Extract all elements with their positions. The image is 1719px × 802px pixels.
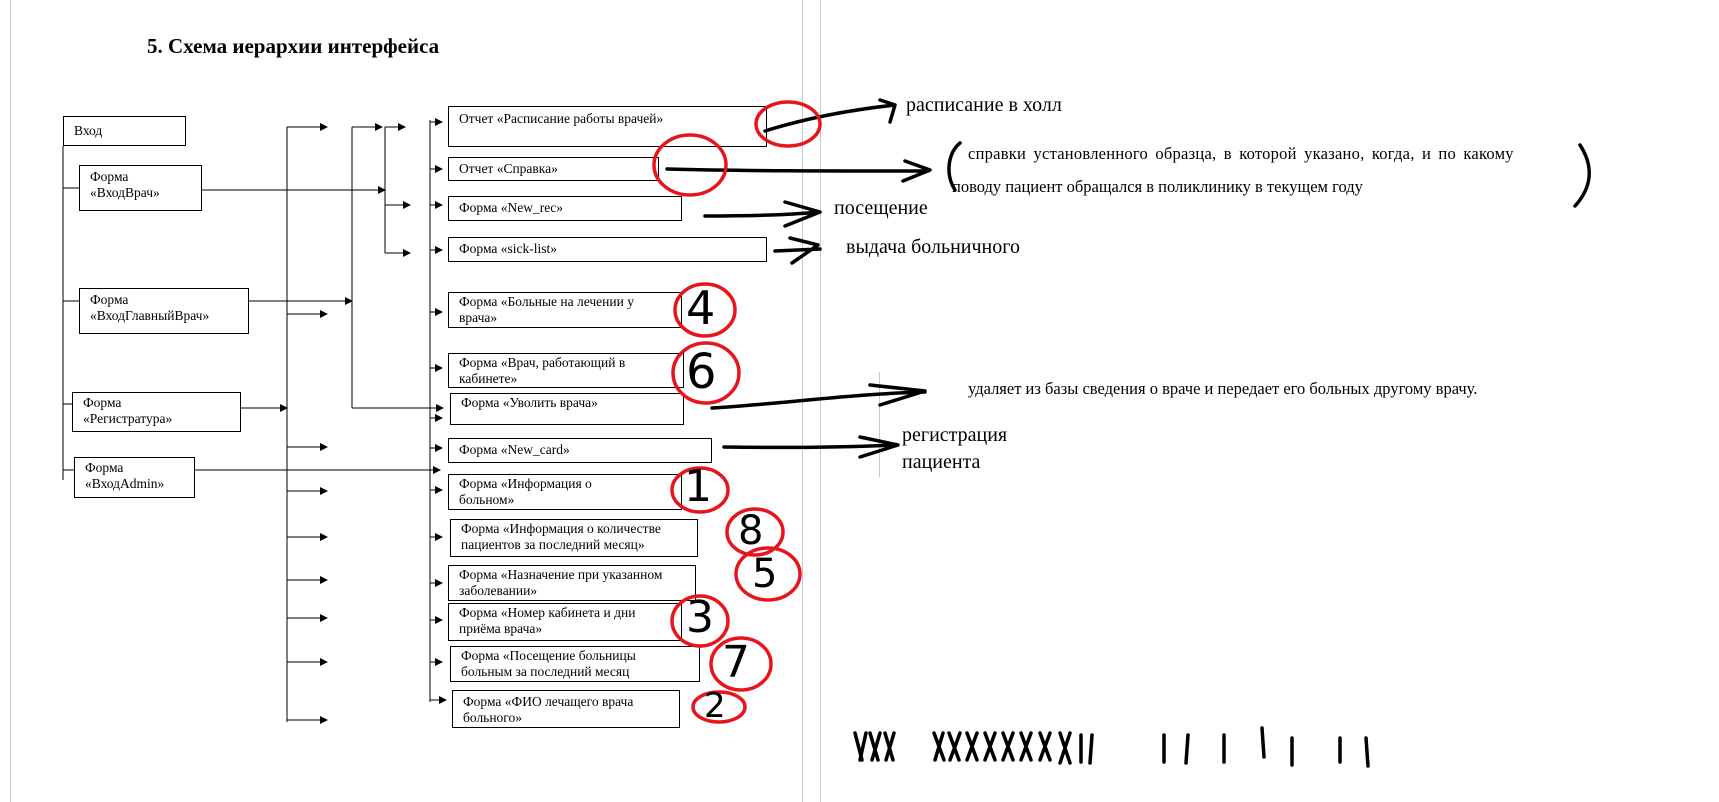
box-vhod-label: Вход: [74, 123, 103, 138]
red-circle-raspisanie: [754, 100, 822, 148]
box-forma-info-kolichestvo: Форма «Информация о количестве пациентов…: [450, 519, 698, 557]
box-registratura-line2: «Регистратура»: [83, 411, 173, 426]
annotation-uvolit: удаляет из базы сведения о враче и перед…: [968, 379, 1478, 398]
ink-arrow-poseshchenie: [703, 200, 822, 228]
ink-bracket-right: [1573, 143, 1591, 208]
red-circle-8: [725, 507, 785, 557]
box-forma-sick-list-line1: Форма «sick-list»: [459, 241, 558, 256]
box-vhod-glavvrach: Форма «ВходГлавныйВрач»: [79, 288, 249, 334]
box-otchet-raspisanie: Отчет «Расписание работы врачей»: [448, 106, 767, 147]
annotation-bolnichny: выдача больничного: [846, 236, 1020, 258]
box-vhod-glavvrach-line1: Форма: [90, 292, 129, 307]
box-forma-nomer-kabineta: Форма «Номер кабинета и дни приёма врача…: [448, 603, 682, 641]
ink-bracket-left: [947, 141, 962, 192]
hand-number-1: 1: [684, 461, 712, 512]
box-forma-vrach-v-kabinete: Форма «Врач, работающий в кабинете»: [448, 353, 684, 388]
red-circle-5: [734, 546, 802, 602]
box-forma-naznachenie-line1: Форма «Назначение при указанном: [459, 567, 663, 582]
ink-arrow-bolnichny: [773, 236, 822, 265]
box-forma-vrach-v-kabinete-line2: кабинете»: [459, 371, 518, 386]
hand-number-7: 7: [722, 637, 750, 688]
box-vhod-vrach-line2: «ВходВрач»: [90, 185, 160, 200]
box-forma-sick-list: Форма «sick-list»: [448, 237, 767, 262]
red-circle-4: [673, 282, 737, 338]
box-forma-naznachenie: Форма «Назначение при указанном заболева…: [448, 565, 696, 601]
box-forma-new-rec: Форма «New_rec»: [448, 196, 682, 221]
box-forma-info-kolichestvo-line1: Форма «Информация о количестве: [461, 521, 661, 536]
page-margin-line-left: [10, 0, 11, 802]
red-circle-7: [709, 636, 773, 692]
annotation-poseshchenie: посещение: [834, 197, 928, 219]
hand-number-2: 2: [704, 686, 726, 726]
page-divider-right2: [820, 0, 821, 802]
ink-arrow-uvolit: [710, 383, 927, 410]
box-forma-bolnye-na-lechenii: Форма «Больные на лечении у врача»: [448, 292, 682, 328]
box-vhod-admin-line2: «ВходAdmin»: [85, 476, 165, 491]
box-forma-new-card-line1: Форма «New_card»: [459, 442, 570, 457]
box-forma-uvolit-vracha: Форма «Уволить врача»: [450, 393, 684, 425]
box-forma-new-card: Форма «New_card»: [448, 438, 712, 463]
ink-arrow-spravka: [665, 159, 932, 183]
box-vhod-glavvrach-line2: «ВходГлавныйВрач»: [90, 308, 210, 323]
box-registratura: Форма «Регистратура»: [72, 392, 241, 432]
red-circle-spravka: [652, 133, 728, 197]
box-forma-fio-vracha-line1: Форма «ФИО лечащего врача: [463, 694, 634, 709]
annotation-registraciya-line2: пациента: [902, 451, 981, 473]
box-registratura-line1: Форма: [83, 395, 122, 410]
box-forma-vrach-v-kabinete-line1: Форма «Врач, работающий в: [459, 355, 626, 370]
box-forma-fio-vracha: Форма «ФИО лечащего врача больного»: [452, 690, 680, 728]
red-circle-2: [691, 690, 747, 724]
ink-arrow-new-card: [722, 435, 900, 459]
ink-arrow-raspisanie: [763, 98, 897, 133]
box-forma-nomer-kabineta-line1: Форма «Номер кабинета и дни: [459, 605, 636, 620]
box-vhod-admin: Форма «ВходAdmin»: [74, 457, 195, 498]
red-circle-3: [670, 594, 730, 648]
hand-number-3: 3: [686, 592, 714, 643]
box-forma-info-bolnoy-line2: больном»: [459, 492, 515, 507]
box-forma-new-rec-line1: Форма «New_rec»: [459, 200, 563, 215]
box-forma-naznachenie-line2: заболевании»: [459, 583, 538, 598]
hand-number-6: 6: [686, 344, 717, 400]
box-forma-bolnye-na-lechenii-line2: врача»: [459, 310, 498, 325]
box-otchet-spravka-line1: Отчет «Справка»: [459, 161, 558, 176]
box-forma-fio-vracha-line2: больного»: [463, 710, 523, 725]
box-forma-info-kolichestvo-line2: пациентов за последний месяц»: [461, 537, 645, 552]
box-otchet-spravka: Отчет «Справка»: [448, 157, 659, 181]
box-forma-info-bolnoy: Форма «Информация о больном»: [448, 474, 682, 510]
annotation-registraciya-line1: регистрация: [902, 424, 1008, 446]
box-forma-poseshchenie-line1: Форма «Посещение больницы: [461, 648, 636, 663]
annotation-raspisanie: расписание в холл: [906, 94, 1062, 116]
page-title: 5. Схема иерархии интерфейса: [147, 34, 440, 58]
red-circle-1: [670, 466, 730, 514]
annotation-spravka-line2: поводу пациент обращался в поликлинику в…: [952, 177, 1363, 196]
box-forma-poseshchenie: Форма «Посещение больницы больным за пос…: [450, 646, 700, 682]
hand-number-5: 5: [752, 551, 778, 597]
red-circle-6: [671, 341, 741, 405]
box-vhod-admin-line1: Форма: [85, 460, 124, 475]
box-forma-bolnye-na-lechenii-line1: Форма «Больные на лечении у: [459, 294, 634, 309]
box-vhod-vrach: Форма «ВходВрач»: [79, 165, 202, 211]
annotation-spravka-line1: справки установленного образца, в которо…: [968, 144, 1514, 163]
hand-number-8: 8: [738, 508, 764, 554]
hand-number-4: 4: [686, 281, 716, 335]
box-vhod-vrach-line1: Форма: [90, 169, 129, 184]
page-margin-line-annot: [879, 372, 880, 477]
box-otchet-raspisanie-line1: Отчет «Расписание работы врачей»: [459, 111, 664, 126]
box-vhod: Вход: [63, 116, 186, 146]
box-forma-uvolit-vracha-line1: Форма «Уволить врача»: [461, 395, 598, 410]
box-forma-poseshchenie-line2: больным за последний месяц: [461, 664, 630, 679]
box-forma-info-bolnoy-line1: Форма «Информация о: [459, 476, 592, 491]
box-forma-nomer-kabineta-line2: приёма врача»: [459, 621, 543, 636]
ink-tally-marks: [853, 726, 1370, 768]
